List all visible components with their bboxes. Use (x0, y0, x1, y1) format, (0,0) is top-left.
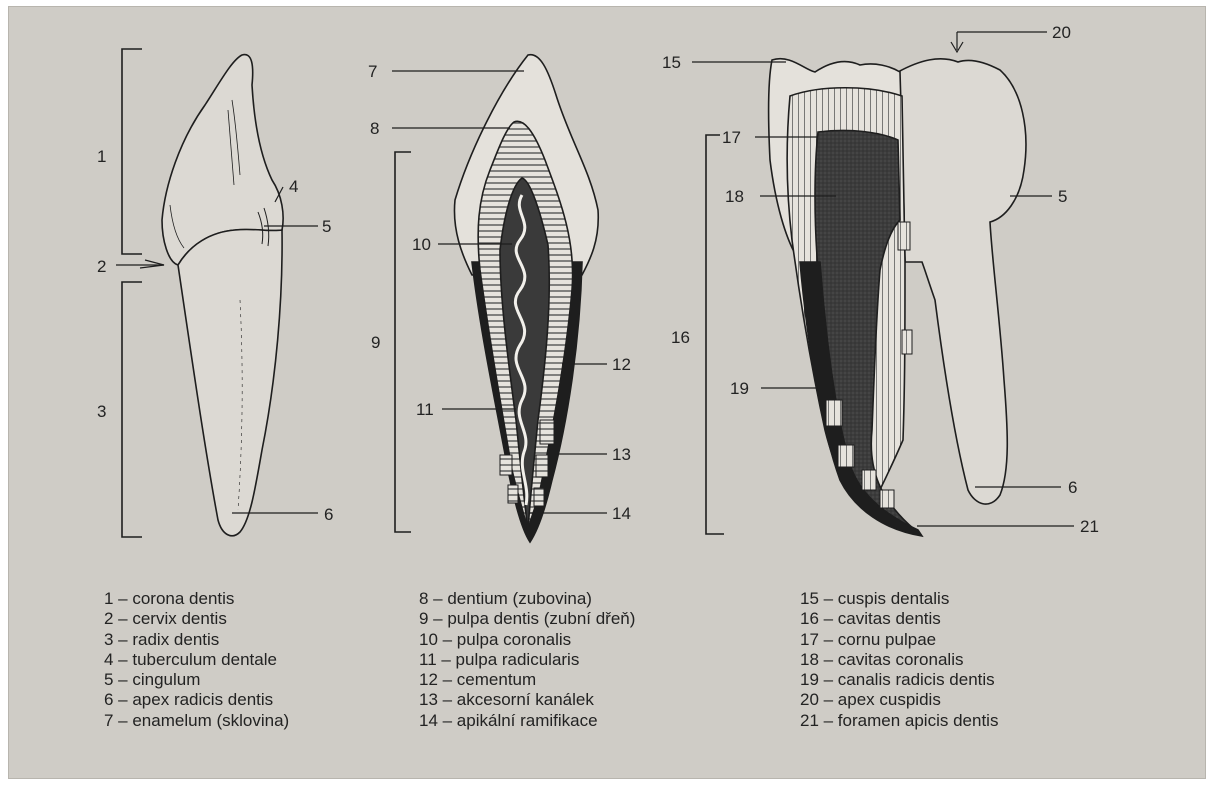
legend-item: 15 – cuspis dentalis (800, 589, 998, 609)
legend-item: 14 – apikální ramifikace (419, 711, 635, 731)
legend-item: 7 – enamelum (sklovina) (104, 711, 289, 731)
label-6: 6 (324, 505, 333, 524)
label-5-molar: 5 (1058, 187, 1067, 206)
legend-item: 17 – cornu pulpae (800, 630, 998, 650)
legend-item: 2 – cervix dentis (104, 609, 289, 629)
legend-item: 4 – tuberculum dentale (104, 650, 289, 670)
label-4: 4 (289, 177, 298, 196)
legend-column-1: 1 – corona dentis 2 – cervix dentis 3 – … (104, 589, 289, 731)
label-19: 19 (730, 379, 749, 398)
legend-item: 3 – radix dentis (104, 630, 289, 650)
legend-item: 11 – pulpa radicularis (419, 650, 635, 670)
label-10: 10 (412, 235, 431, 254)
legend-item: 12 – cementum (419, 670, 635, 690)
legend-item: 5 – cingulum (104, 670, 289, 690)
label-8: 8 (370, 119, 379, 138)
legend-column-3: 15 – cuspis dentalis 16 – cavitas dentis… (800, 589, 998, 731)
legend-item: 10 – pulpa coronalis (419, 630, 635, 650)
legend-item: 21 – foramen apicis dentis (800, 711, 998, 731)
label-13: 13 (612, 445, 631, 464)
legend-item: 8 – dentium (zubovina) (419, 589, 635, 609)
label-11: 11 (416, 400, 434, 419)
label-14: 14 (612, 504, 631, 523)
label-12: 12 (612, 355, 631, 374)
legend-item: 20 – apex cuspidis (800, 690, 998, 710)
legend-item: 18 – cavitas coronalis (800, 650, 998, 670)
legend-item: 6 – apex radicis dentis (104, 690, 289, 710)
label-17: 17 (722, 128, 741, 147)
legend-column-2: 8 – dentium (zubovina) 9 – pulpa dentis … (419, 589, 635, 731)
label-5: 5 (322, 217, 331, 236)
label-16: 16 (671, 328, 690, 347)
label-20: 20 (1052, 23, 1071, 42)
label-21: 21 (1080, 517, 1099, 536)
label-18: 18 (725, 187, 744, 206)
legend-item: 9 – pulpa dentis (zubní dřeň) (419, 609, 635, 629)
bracket-3 (122, 282, 142, 537)
legend-item: 1 – corona dentis (104, 589, 289, 609)
bracket-16 (706, 135, 724, 534)
label-9: 9 (371, 333, 380, 352)
legend-item: 19 – canalis radicis dentis (800, 670, 998, 690)
legend-item: 16 – cavitas dentis (800, 609, 998, 629)
label-1: 1 (97, 147, 106, 166)
label-6-molar: 6 (1068, 478, 1077, 497)
bracket-1 (122, 49, 142, 254)
external-tooth-drawing (162, 55, 283, 536)
label-3: 3 (97, 402, 106, 421)
legend-item: 13 – akcesorní kanálek (419, 690, 635, 710)
bracket-9 (395, 152, 411, 532)
label-15: 15 (662, 53, 681, 72)
label-2: 2 (97, 257, 106, 276)
molar-drawing (769, 59, 1026, 536)
label-7: 7 (368, 62, 377, 81)
